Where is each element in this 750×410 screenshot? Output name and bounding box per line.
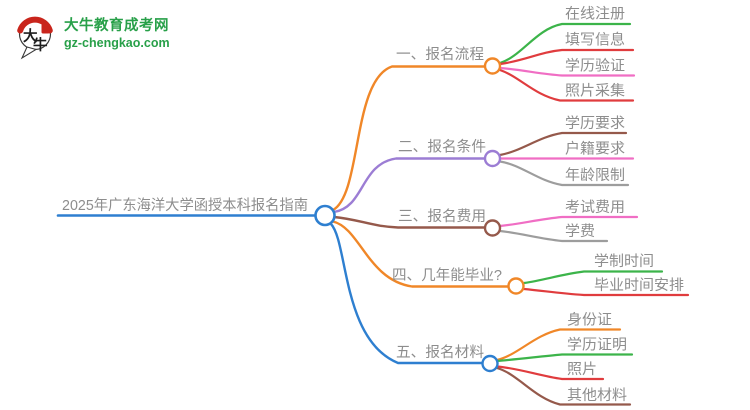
leaf-4-1-connector (522, 270, 664, 285)
branch-5-label: 五、报名材料 (396, 344, 484, 361)
branch-2-connector (332, 157, 487, 214)
leaf-1-1-connector (498, 22, 632, 65)
logo-char-niu: 牛 (33, 36, 48, 54)
leaf-3-1-connector (498, 215, 639, 228)
branch-2-node (483, 149, 502, 168)
leaf-5-2-label: 学历证明 (567, 337, 627, 354)
branch-5-node (481, 354, 499, 373)
logo-seal (41, 24, 50, 34)
branch-1-node (483, 57, 502, 75)
leaf-2-1-label: 学历要求 (565, 115, 626, 132)
leaf-1-2-connector (498, 48, 635, 66)
logo-text-block: 大牛教育成考网 gz-chengkao.com (64, 13, 170, 51)
logo-bubble-tail (20, 46, 38, 60)
leaf-5-4-connector (495, 366, 632, 406)
leaf-1-3-label: 学历验证 (565, 58, 625, 75)
leaf-2-1-connector (498, 131, 628, 157)
leaf-1-2-label: 填写信息 (565, 32, 625, 49)
root-node (314, 204, 336, 227)
leaf-1-1-label: 在线注册 (565, 6, 625, 23)
leaf-4-2-connector (522, 287, 690, 297)
leaf-2-3-connector (498, 160, 630, 187)
logo-bull-icon: 大 牛 (14, 13, 60, 68)
leaf-5-1-label: 身份证 (567, 312, 612, 329)
leaf-4-1-label: 学制时间 (594, 253, 654, 270)
leaf-4-2-label: 毕业时间安排 (594, 277, 684, 294)
leaf-3-1-label: 考试费用 (565, 199, 625, 216)
branch-1-connector (331, 65, 487, 212)
branch-5-connector (329, 222, 484, 365)
leaf-5-2-connector (495, 353, 634, 363)
leaf-5-4-label: 其他材料 (567, 387, 627, 404)
logo-char-da: 大 (23, 27, 38, 45)
leaf-5-3-connector (495, 365, 605, 381)
leaf-3-2-label: 学费 (565, 223, 595, 240)
root-label: 2025年广东海洋大学函授本科报名指南 (62, 197, 308, 214)
leaf-5-3-label: 照片 (567, 361, 597, 378)
branch-4-node (507, 277, 525, 295)
logo-site-name: 大牛教育成考网 (64, 18, 169, 34)
branch-4-connector (331, 220, 510, 288)
branch-2-label: 二、报名条件 (398, 139, 486, 156)
logo-site-domain: gz-chengkao.com (64, 35, 170, 50)
branch-3-connector (332, 215, 487, 229)
branch-4-label: 四、几年能毕业? (392, 267, 502, 284)
leaf-5-1-connector (495, 328, 622, 362)
leaf-1-3-connector (498, 66, 636, 77)
branch-1-label: 一、报名流程 (396, 46, 484, 63)
leaf-2-2-label: 户籍要求 (565, 141, 626, 158)
leaf-1-4-connector (498, 68, 635, 102)
leaf-1-4-label: 照片采集 (565, 83, 626, 100)
branch-3-label: 三、报名费用 (398, 208, 486, 225)
leaf-2-3-label: 年龄限制 (565, 167, 625, 184)
leaf-3-2-connector (498, 229, 609, 243)
site-logo: 大 牛 大牛教育成考网 gz-chengkao.com (14, 13, 170, 68)
branch-3-node (483, 219, 502, 237)
